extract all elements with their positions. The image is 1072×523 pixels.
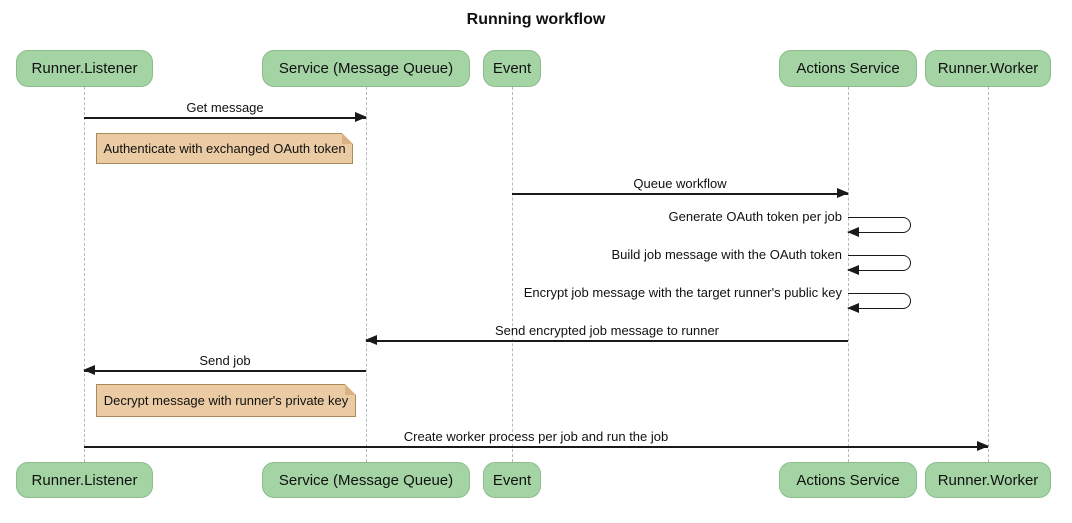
participant-event-bottom: Event: [483, 462, 541, 498]
message-label-build-job-message: Build job message with the OAuth token: [611, 247, 842, 262]
lifeline-event: [512, 87, 513, 462]
self-loop-build-job-message: [847, 255, 911, 275]
participant-runner-listener-top: Runner.Listener: [16, 50, 153, 87]
self-loop-encrypt-job-message: [847, 293, 911, 313]
lifeline-runner-worker: [988, 87, 989, 462]
arrowhead-icon: [83, 365, 95, 375]
arrow-line: [84, 117, 366, 119]
arrowhead-icon: [837, 188, 849, 198]
message-arrow-queue-workflow: [512, 188, 849, 200]
message-arrow-send-encrypted-job: [365, 335, 848, 347]
participant-service-message-queue-top: Service (Message Queue): [262, 50, 470, 87]
arrow-line: [84, 446, 988, 448]
message-label-create-worker: Create worker process per job and run th…: [403, 429, 669, 444]
participant-event-top: Event: [483, 50, 541, 87]
lifeline-service-message-queue: [366, 87, 367, 462]
diagram-title: Running workflow: [466, 11, 606, 28]
arrowhead-icon: [977, 441, 989, 451]
message-arrow-create-worker: [84, 441, 989, 453]
arrow-line: [366, 340, 848, 342]
arrowhead-icon: [847, 265, 859, 275]
message-label-generate-oauth-token: Generate OAuth token per job: [668, 209, 842, 224]
message-label-queue-workflow: Queue workflow: [633, 176, 727, 191]
message-label-get-message: Get message: [186, 100, 264, 115]
arrowhead-icon: [847, 227, 859, 237]
participant-runner-worker-top: Runner.Worker: [925, 50, 1051, 87]
participant-runner-listener-bottom: Runner.Listener: [16, 462, 153, 498]
participant-service-message-queue-bottom: Service (Message Queue): [262, 462, 470, 498]
message-label-send-encrypted-job: Send encrypted job message to runner: [494, 323, 720, 338]
note-decrypt: Decrypt message with runner's private ke…: [96, 384, 356, 417]
note-authenticate: Authenticate with exchanged OAuth token: [96, 133, 353, 164]
arrowhead-icon: [847, 303, 859, 313]
message-label-send-job: Send job: [199, 353, 251, 368]
self-loop-generate-oauth-token: [847, 217, 911, 237]
message-label-encrypt-job-message: Encrypt job message with the target runn…: [523, 285, 842, 300]
arrow-line: [84, 370, 366, 372]
note-text: Decrypt message with runner's private ke…: [103, 393, 349, 408]
arrow-line: [512, 193, 848, 195]
arrowhead-icon: [365, 335, 377, 345]
note-fold-corner: [342, 133, 353, 144]
note-fold-corner: [345, 384, 356, 395]
participant-actions-service-bottom: Actions Service: [779, 462, 917, 498]
note-text: Authenticate with exchanged OAuth token: [103, 141, 346, 156]
participant-runner-worker-bottom: Runner.Worker: [925, 462, 1051, 498]
message-arrow-get-message: [84, 112, 367, 124]
message-arrow-send-job: [83, 365, 366, 377]
arrowhead-icon: [355, 112, 367, 122]
participant-actions-service-top: Actions Service: [779, 50, 917, 87]
lifeline-runner-listener: [84, 87, 85, 462]
